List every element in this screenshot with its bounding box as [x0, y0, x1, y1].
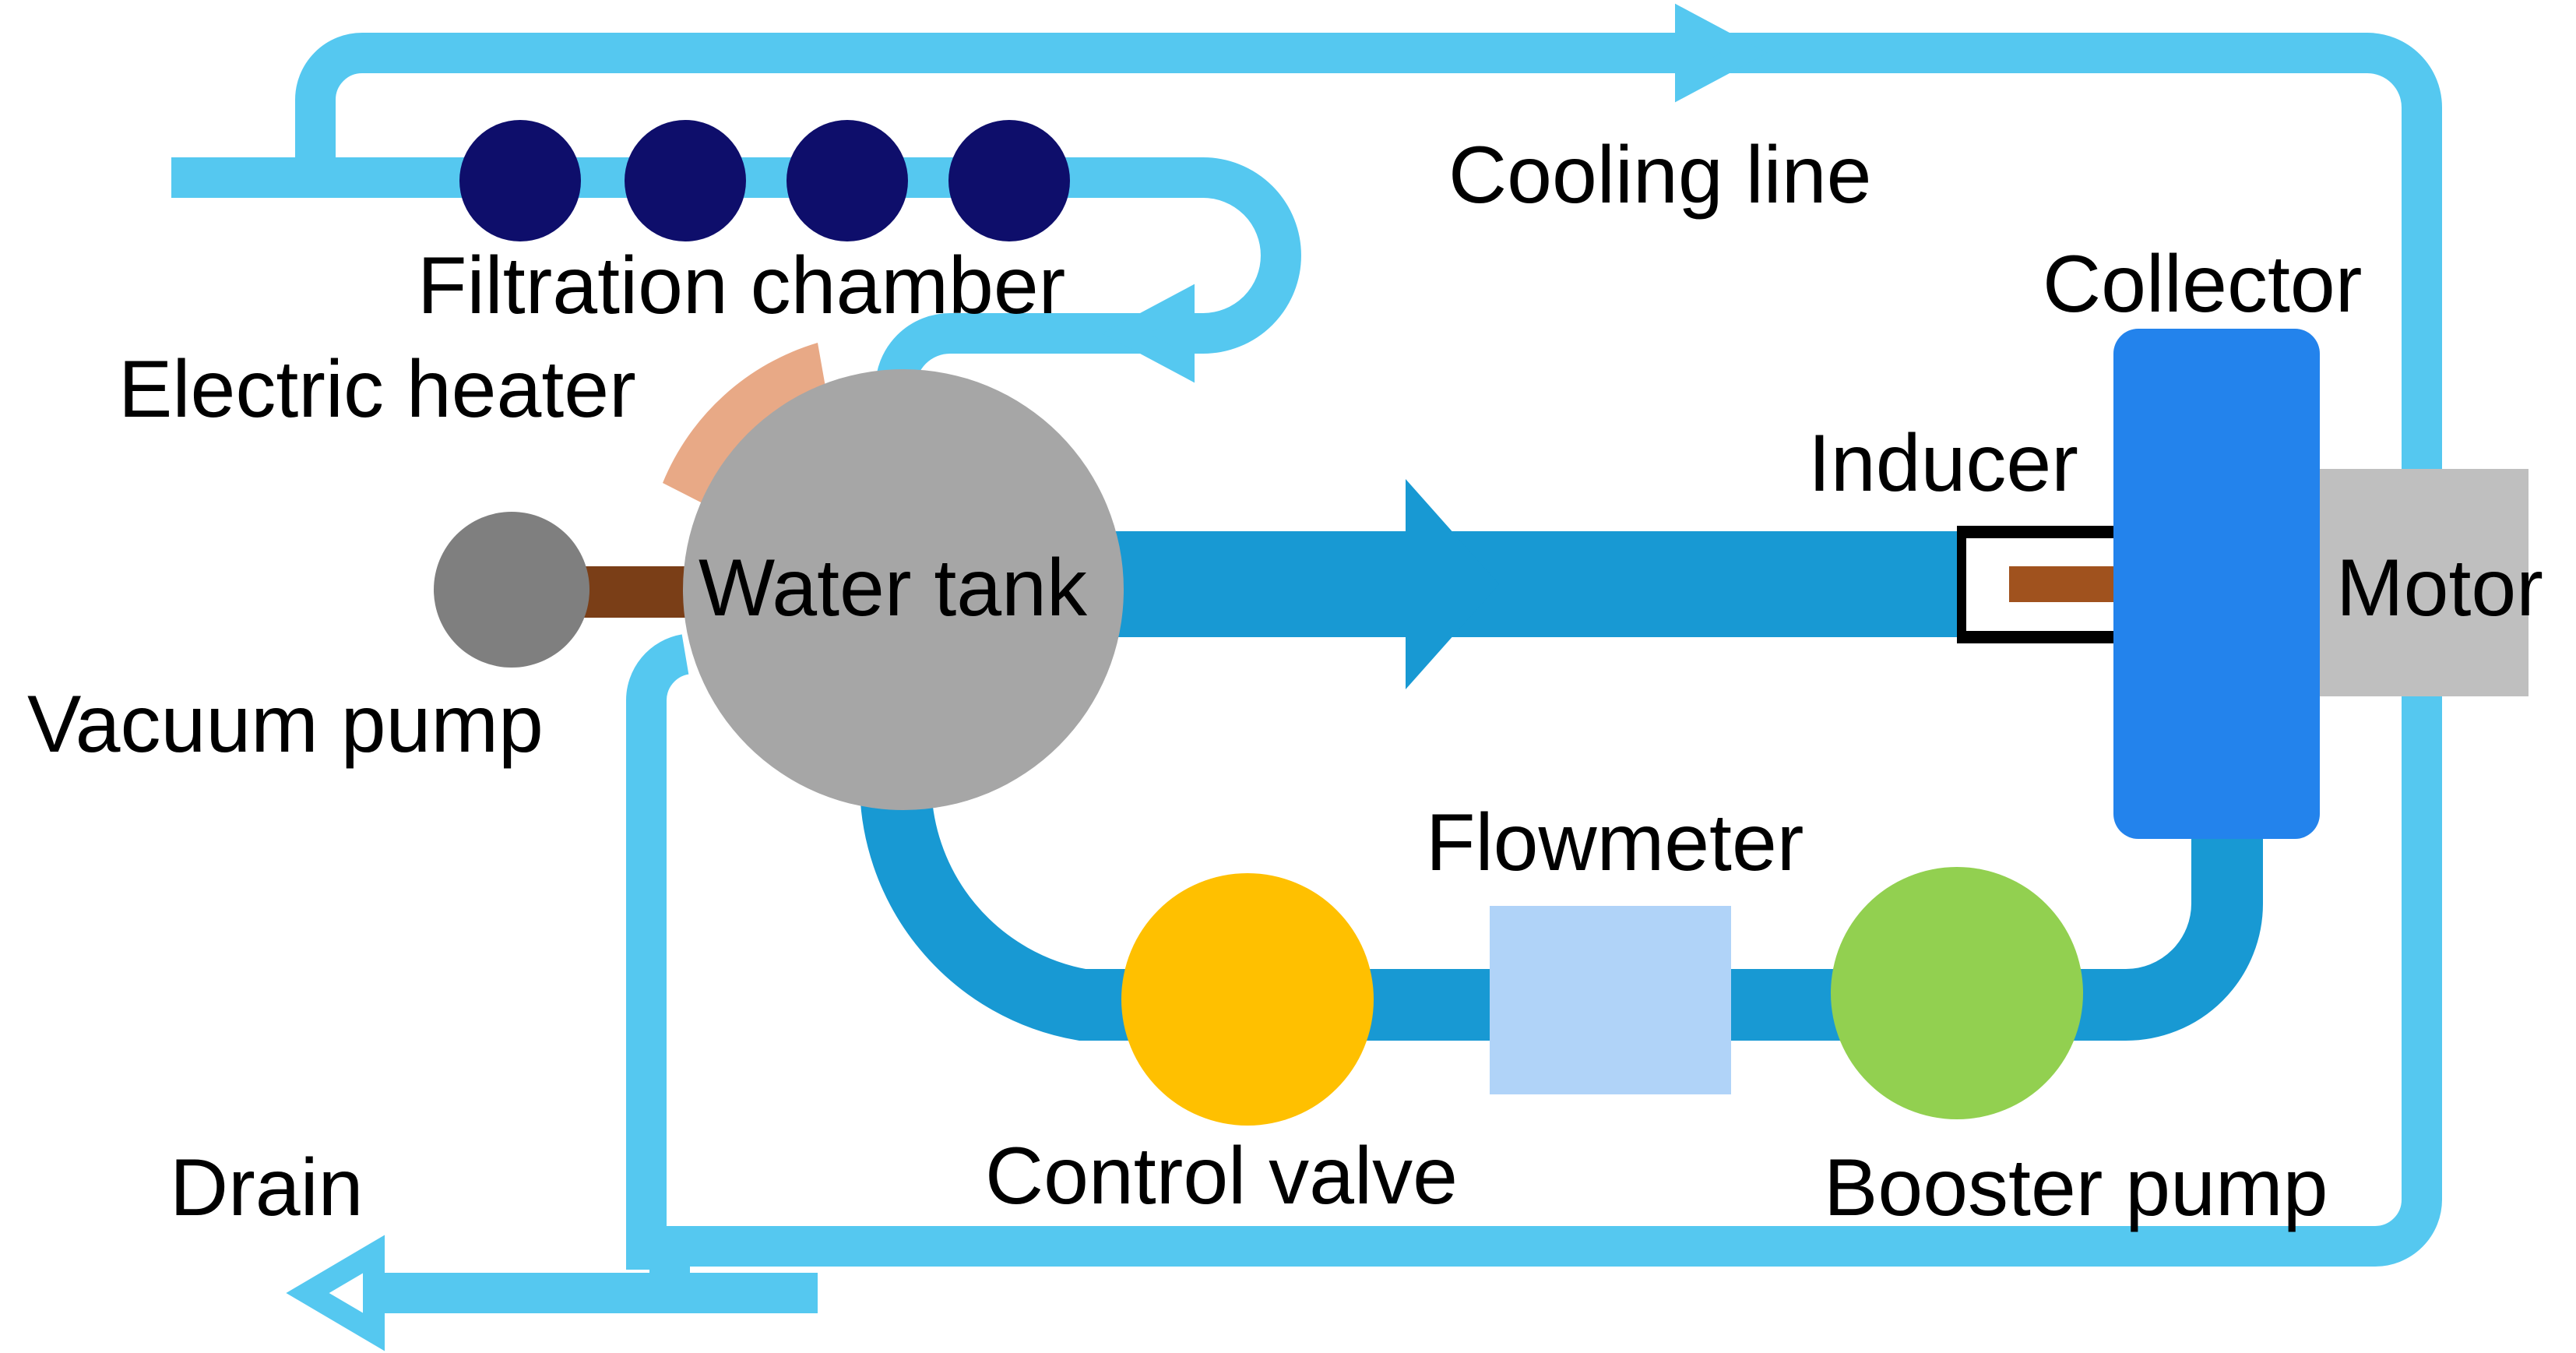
electric-heater	[663, 343, 827, 506]
cooling-line-arrows	[286, 3, 1768, 1351]
flow-arrow-icon	[1406, 479, 1499, 689]
motor	[2307, 469, 2528, 696]
control-valve	[1121, 873, 1374, 1126]
collector	[2113, 329, 2320, 839]
main-pipe-return-loop	[859, 763, 2263, 1041]
arrow-icon	[1675, 3, 1768, 103]
water-tank	[683, 369, 1124, 810]
booster-pump	[1831, 867, 2083, 1119]
arrow-icon	[286, 1235, 385, 1351]
label-cooling-line: Cooling line	[1448, 130, 1871, 220]
label-vacuum-pump: Vacuum pump	[27, 679, 544, 770]
label-flowmeter: Flowmeter	[1426, 798, 1804, 888]
inducer-housing-top	[1957, 526, 2118, 538]
cooling-line	[171, 33, 2442, 1313]
filter-ball	[787, 120, 908, 241]
filtration-chamber	[459, 120, 1070, 241]
label-inducer: Inducer	[1808, 418, 2078, 509]
label-electric-heater: Electric heater	[118, 344, 636, 435]
vacuum-pump-link	[576, 566, 693, 618]
vacuum-pump	[434, 512, 589, 668]
label-water-tank: Water tank	[699, 543, 1088, 633]
main-pipe	[859, 531, 2263, 1041]
label-booster-pump: Booster pump	[1824, 1143, 2328, 1233]
label-filtration-chamber: Filtration chamber	[417, 241, 1065, 331]
flowmeter	[1490, 906, 1731, 1094]
cooling-line-top-run	[295, 33, 2442, 1267]
label-drain: Drain	[170, 1143, 364, 1233]
cooling-line-inlet-segment	[171, 157, 1301, 354]
arrow-icon	[1102, 284, 1195, 383]
inducer	[1957, 526, 2118, 643]
label-control-valve: Control valve	[985, 1131, 1458, 1221]
label-collector: Collector	[2043, 239, 2362, 329]
inducer-housing-left	[1957, 526, 1966, 643]
filter-ball	[625, 120, 746, 241]
cooling-line-drain-branch	[626, 634, 690, 1270]
inducer-housing-bottom	[1957, 631, 2118, 643]
label-motor: Motor	[2336, 543, 2543, 633]
filter-ball	[459, 120, 581, 241]
filter-ball	[948, 120, 1070, 241]
inducer-shaft	[2009, 566, 2118, 602]
